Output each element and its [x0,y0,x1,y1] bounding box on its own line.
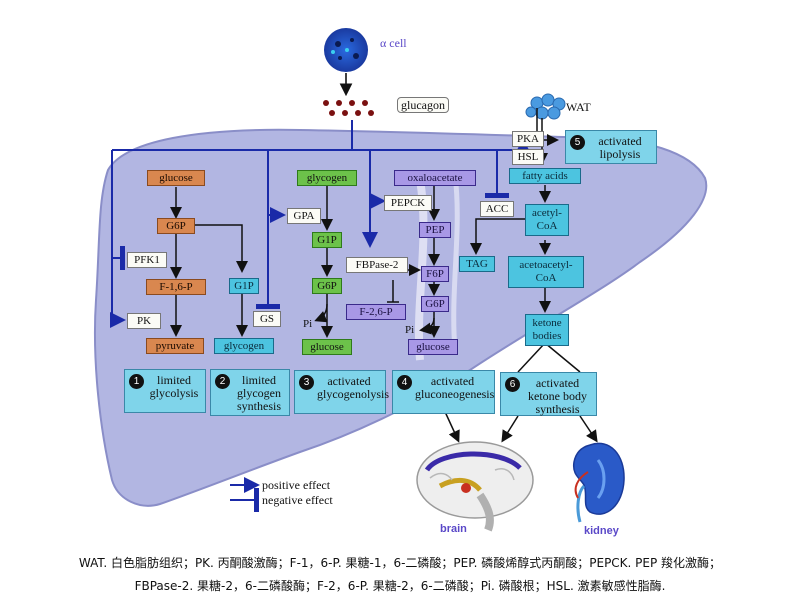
legend-positive-label: positive effect [262,478,331,492]
outcome-4: 4 activated gluconeogenesis [392,370,495,414]
pep-node: PEP [419,222,451,238]
outcome-4-text: activated gluconeogenesis [415,374,495,401]
wat-label: WAT [566,100,591,114]
outcome-1: 1 limited glycolysis [124,369,206,413]
pfk1-label: PFK1 [127,252,167,268]
oxaloacetate-node: oxaloacetate [394,170,476,186]
pepck-label: PEPCK [384,195,432,211]
glucagon-dots-icon [323,100,374,116]
outcome-2: 2 limited glycogen synthesis [210,369,290,416]
outcome-6: 6 activated ketone body synthesis [500,372,597,416]
g6p-gluconeo-node: G6P [421,296,449,312]
pi-middle-label: Pi [303,318,313,330]
outcome-2-text: limited glycogen synthesis [236,373,281,413]
kidney-icon [572,442,625,523]
gpa-label: GPA [287,208,321,224]
g6p-node: G6P [157,218,195,234]
outcome-1-number: 1 [129,374,144,389]
outcome-3-text: activated glycogenolysis [317,374,389,401]
gs-label: GS [253,311,281,327]
outcome-5-text: activated lipolysis [598,134,642,161]
glucose-gluconeo-node: glucose [408,339,458,355]
f6p-node: F6P [421,266,449,282]
outcome-5-number: 5 [570,135,585,150]
alpha-cell-label: α cell [380,36,407,50]
fatty-acids-node: fatty acids [509,168,581,184]
outcome-6-number: 6 [505,377,520,392]
outcome-4-number: 4 [397,375,412,390]
f26p-node: F-2,6-P [346,304,406,320]
pk-label: PK [127,313,161,329]
pi-gluconeo-label: Pi [405,324,415,336]
fbpase2-label: FBPase-2 [346,257,408,273]
glucose-node: glucose [147,170,205,186]
outcome-6-text: activated ketone body synthesis [528,376,587,416]
g1p-middle-node: G1P [312,232,342,248]
outcome-5: 5 activated lipolysis [565,130,657,164]
kidney-label: kidney [584,525,619,537]
caption-line-1: WAT. 白色脂肪组织；PK. 丙酮酸激酶；F-1，6-P. 果糖-1，6-二磷… [78,556,722,570]
pyruvate-node: pyruvate [146,338,204,354]
f16p-node: F-1,6-P [146,279,206,295]
hsl-label: HSL [512,149,544,165]
outcome-3: 3 activated glycogenolysis [294,370,389,414]
glycogen-product-node: glycogen [214,338,274,354]
acetoacetyl-coa-node: acetoacetyl-CoA [508,256,584,288]
brain-label: brain [440,523,467,535]
g6p-middle-node: G6P [312,278,342,294]
brain-icon [416,441,534,532]
legend-negative-label: negative effect [262,493,333,507]
diagram: α cell glucagon WAT glucose G6P PFK1 F-1… [93,28,708,537]
acetyl-coa-node: acetyl-CoA [525,204,569,236]
outcome-3-number: 3 [299,375,314,390]
glucose-middle-node: glucose [302,339,352,355]
g1p-left-node: G1P [229,278,259,294]
glycogen-node: glycogen [297,170,357,186]
pka-label: PKA [512,131,544,147]
tag-node: TAG [459,256,495,272]
wat-icon [525,93,566,120]
ketone-bodies-node: ketone bodies [525,314,569,346]
outcome-2-number: 2 [215,374,230,389]
outcome-1-text: limited glycolysis [149,373,199,400]
figure-caption: WAT. 白色脂肪组织；PK. 丙酮酸激酶；F-1，6-P. 果糖-1，6-二磷… [0,552,800,598]
glucagon-label: glucagon [397,97,449,113]
caption-line-2: FBPase-2. 果糖-2，6-二磷酸酶；F-2，6-P. 果糖-2，6-二磷… [134,579,666,593]
acc-label: ACC [480,201,514,217]
